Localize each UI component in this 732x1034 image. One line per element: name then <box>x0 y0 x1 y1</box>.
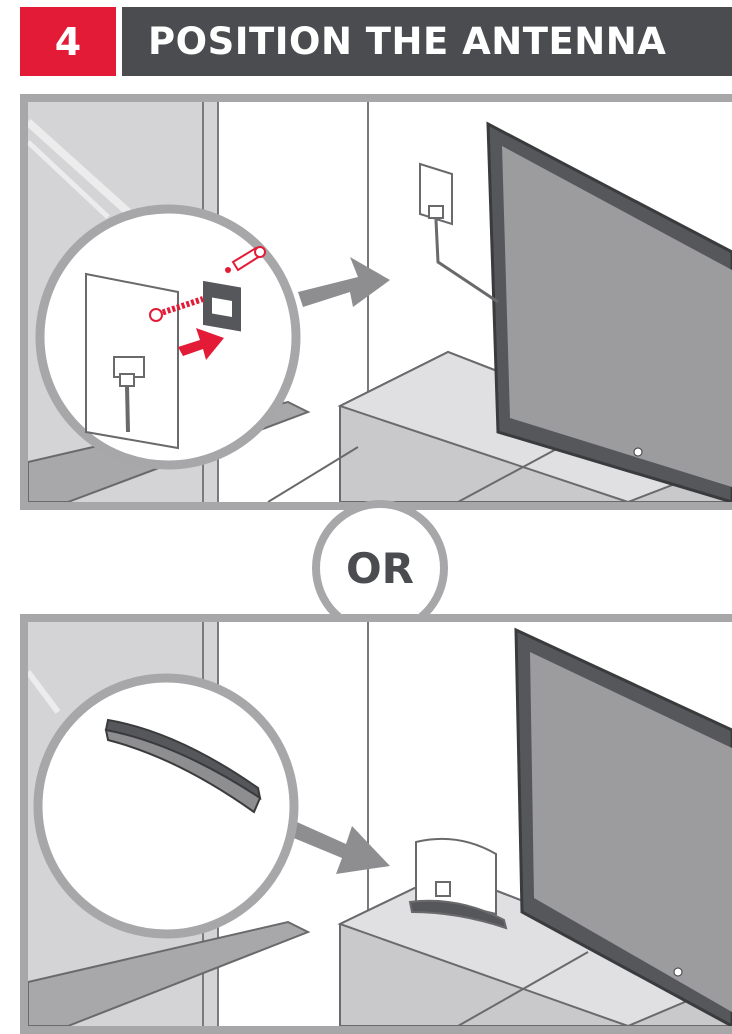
wall-mount-illustration <box>20 94 732 510</box>
zoom-circle <box>38 678 294 934</box>
direction-arrow-icon <box>284 818 390 874</box>
stand-scene <box>28 622 732 1026</box>
stand-illustration <box>20 614 732 1034</box>
wall-mount-scene <box>28 102 732 502</box>
flat-antenna-icon <box>420 164 498 302</box>
step-number-badge: 4 <box>20 7 116 76</box>
zoom-circle <box>40 209 296 465</box>
direction-arrow-icon <box>298 257 390 307</box>
step-header: 4 POSITION THE ANTENNA <box>0 0 732 82</box>
step-title: POSITION THE ANTENNA <box>122 7 732 76</box>
